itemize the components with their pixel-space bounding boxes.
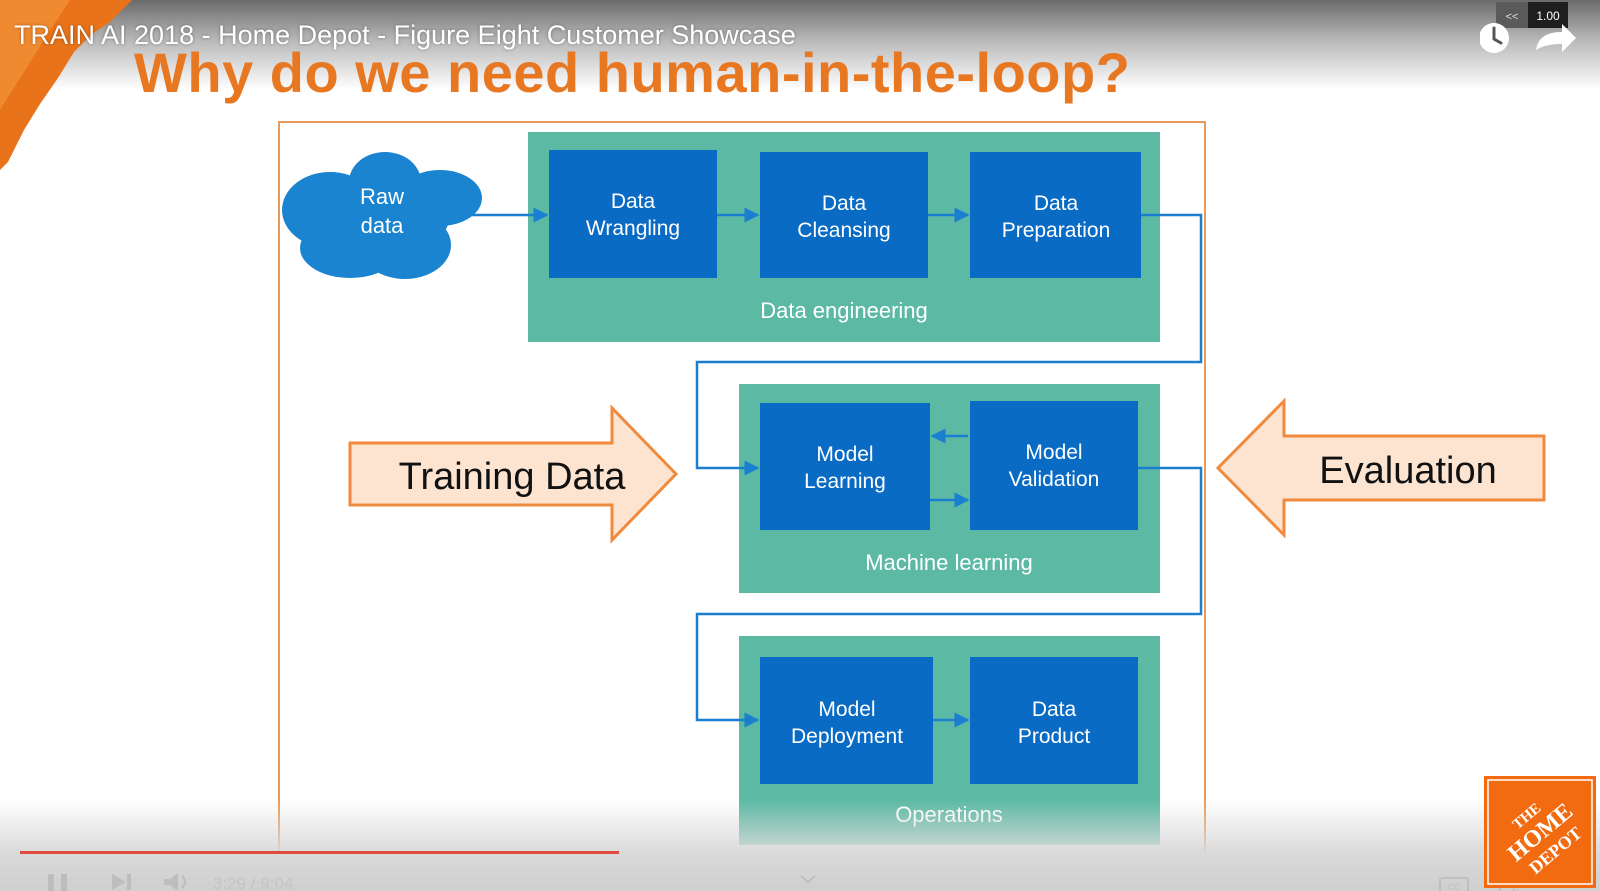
progress-track: [20, 851, 1580, 854]
speed-readout: [1528, 2, 1568, 28]
box-data-cleansing-line-2: Cleansing: [797, 219, 890, 242]
evaluation-arrow: Evaluation: [1215, 397, 1546, 539]
next-icon[interactable]: [112, 874, 131, 890]
orange-splash: [0, 0, 132, 170]
machine-learning-label: Machine learning: [865, 550, 1033, 575]
box-data-product: [970, 657, 1138, 784]
speed-back-button[interactable]: [1496, 2, 1528, 28]
raw-data-line-2: data: [361, 213, 405, 238]
training-data-label: Training Data: [399, 456, 627, 498]
box-data-preparation-line-2: Preparation: [1002, 219, 1111, 242]
captions-label: CC: [1448, 882, 1461, 891]
progress-bar[interactable]: [0, 848, 1600, 858]
box-model-validation-line-1: Model: [1025, 441, 1082, 464]
evaluation-label: Evaluation: [1319, 450, 1496, 492]
box-data-wrangling: [549, 150, 717, 278]
top-right-controls: << 1.00: [1480, 2, 1576, 53]
box-model-deployment-line-1: Model: [818, 698, 875, 721]
progress-fill: [20, 851, 620, 854]
box-model-validation: [970, 401, 1138, 530]
share-icon[interactable]: [1536, 24, 1576, 52]
pause-icon[interactable]: [48, 874, 67, 891]
raw-data-line-1: Raw: [360, 184, 404, 209]
box-data-preparation: [970, 152, 1141, 278]
bottom-controls: 3:29 / 9:04 CC HD: [48, 869, 1579, 891]
box-model-deployment-line-2: Deployment: [791, 725, 903, 748]
volume-icon[interactable]: [164, 873, 186, 891]
box-data-preparation-line-1: Data: [1034, 192, 1079, 215]
box-model-deployment: [760, 657, 933, 784]
speed-label: 1.00: [1536, 9, 1560, 23]
captions-button[interactable]: CC: [1439, 877, 1469, 891]
box-data-wrangling-line-2: Wrangling: [586, 217, 680, 240]
operations-label: Operations: [895, 802, 1003, 827]
chevron-down-icon[interactable]: [800, 875, 816, 884]
watch-later-icon[interactable]: [1480, 23, 1509, 53]
time-display: 3:29 / 9:04: [213, 874, 293, 891]
box-model-learning: [760, 403, 930, 530]
box-data-cleansing: [760, 152, 928, 278]
raw-data-cloud: Raw data: [282, 152, 482, 279]
speed-back-label: <<: [1506, 11, 1519, 23]
connectors: [472, 207, 1203, 728]
box-model-learning-line-1: Model: [816, 443, 873, 466]
box-model-learning-line-2: Learning: [804, 470, 886, 493]
box-data-product-line-1: Data: [1032, 698, 1077, 721]
arrow-preparation-to-learning: [695, 213, 1203, 476]
data-engineering-label: Data engineering: [760, 298, 928, 323]
box-data-product-line-2: Product: [1018, 725, 1091, 748]
slide-title: Why do we need human-in-the-loop?: [134, 41, 1131, 104]
video-title[interactable]: TRAIN AI 2018 - Home Depot - Figure Eigh…: [14, 20, 796, 50]
home-depot-logo: THE HOME DEPOT: [1484, 776, 1596, 888]
training-data-arrow: Training Data: [348, 404, 679, 544]
box-data-cleansing-line-1: Data: [822, 192, 867, 215]
arrow-validation-to-deployment: [695, 466, 1203, 728]
box-model-validation-line-2: Validation: [1009, 468, 1100, 491]
box-data-wrangling-line-1: Data: [611, 190, 656, 213]
